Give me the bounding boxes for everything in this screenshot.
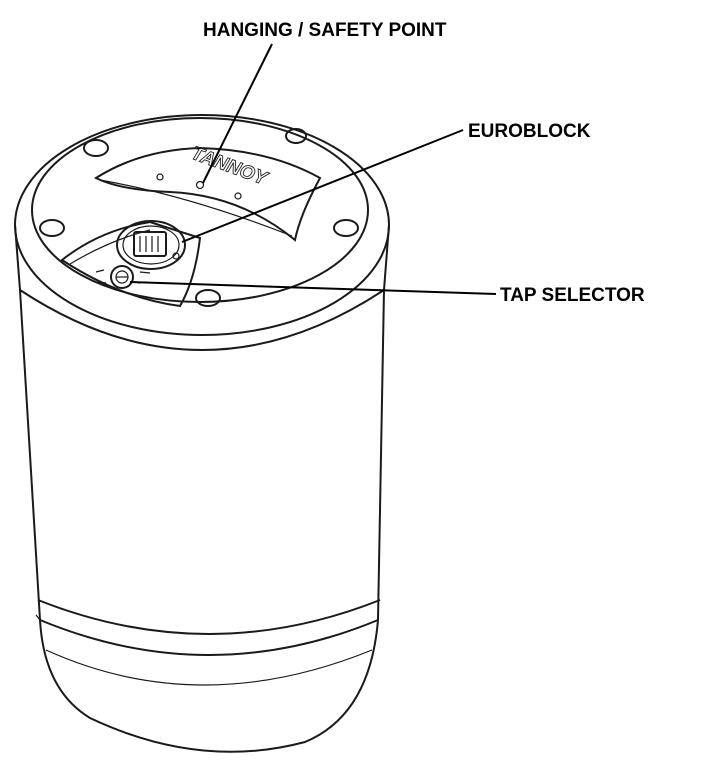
euroblock-label: EUROBLOCK bbox=[468, 121, 591, 142]
mounting-holes bbox=[39, 128, 359, 307]
mounting-hole-icon bbox=[39, 219, 65, 237]
tap-selector-label: TAP SELECTOR bbox=[500, 285, 645, 306]
hanging-safety-point-label: HANGING / SAFETY POINT bbox=[203, 20, 447, 41]
leader-lines bbox=[129, 43, 497, 295]
mounting-hole-icon bbox=[333, 219, 359, 237]
euroblock-connector bbox=[116, 220, 186, 270]
tap-selector-leader-line bbox=[129, 281, 497, 295]
mounting-hole-icon bbox=[195, 289, 221, 307]
hanging-leader-line bbox=[202, 43, 273, 184]
euroblock-leader-line bbox=[181, 129, 464, 243]
speaker-body bbox=[19, 289, 385, 753]
mounting-hole-icon bbox=[285, 128, 307, 144]
tap-selector-dial bbox=[95, 265, 151, 289]
top-cap bbox=[14, 114, 390, 351]
mounting-hole-icon bbox=[83, 139, 109, 157]
safety-point-icon bbox=[195, 180, 205, 190]
